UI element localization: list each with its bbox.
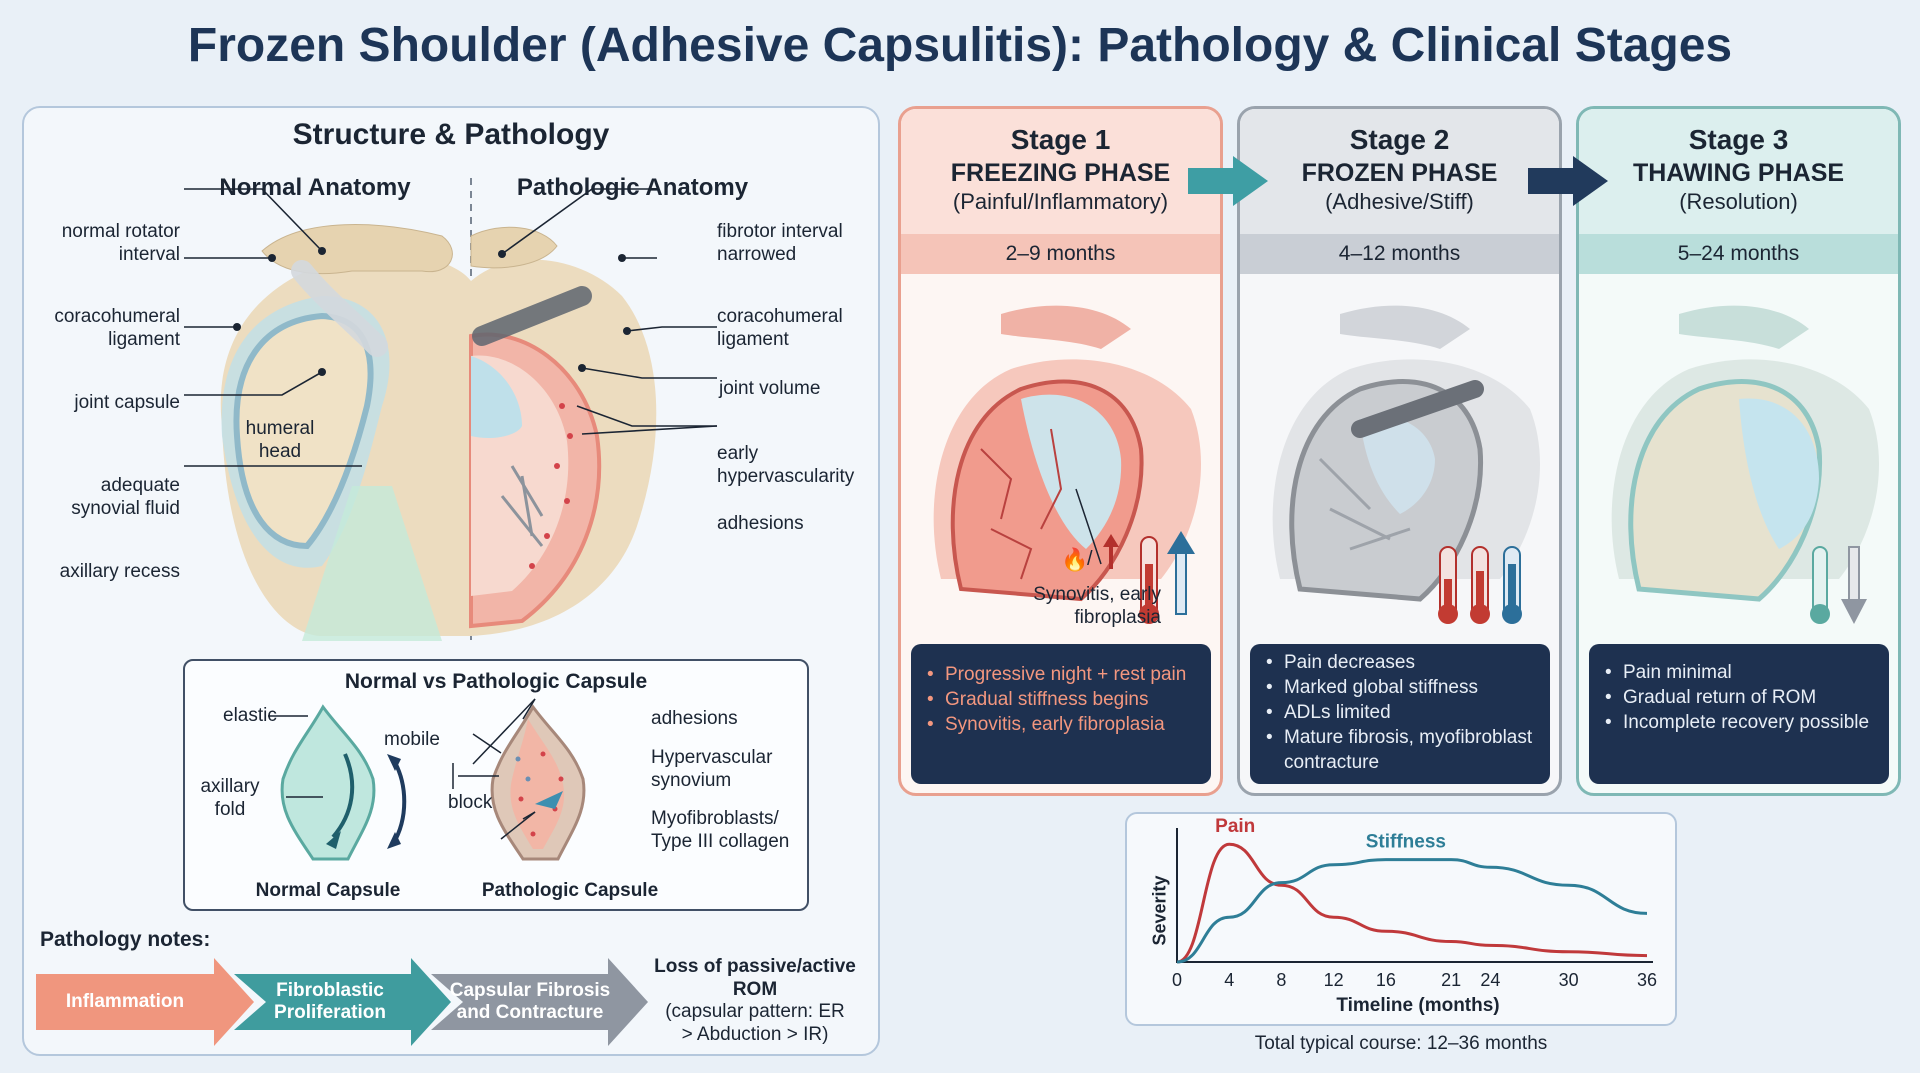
stage-3-bullet: Incomplete recovery possible bbox=[1603, 710, 1877, 735]
severity-chart-box bbox=[1125, 812, 1677, 1026]
stage-3-header: Stage 3 THAWING PHASE (Resolution) bbox=[1579, 109, 1898, 234]
pathology-notes-heading: Pathology notes: bbox=[40, 928, 211, 951]
stage-2-to-3-arrow bbox=[1528, 156, 1608, 206]
label-coracohumeral-ligament: coracohumeral ligament bbox=[54, 306, 180, 350]
stage-card-3: Stage 3 THAWING PHASE (Resolution) 5–24 … bbox=[1576, 106, 1901, 796]
normal-anatomy-heading: Normal Anatomy bbox=[219, 174, 411, 201]
chart-series-label-stiffness: Stiffness bbox=[1366, 832, 1446, 853]
stage-3-bullets: Pain minimal Gradual return of ROM Incom… bbox=[1589, 644, 1889, 784]
stage-3-phase: THAWING PHASE bbox=[1632, 159, 1845, 187]
stage-1-bullets: Progressive night + rest pain Gradual st… bbox=[911, 644, 1211, 784]
stage-card-2: Stage 2 FROZEN PHASE (Adhesive/Stiff) 4–… bbox=[1237, 106, 1562, 796]
stage-2-shoulder-illustration bbox=[1272, 305, 1540, 624]
label-adhesions: adhesions bbox=[717, 513, 804, 534]
chart-x-tick-label: 21 bbox=[1441, 970, 1461, 990]
stage-2-subtitle: (Adhesive/Stiff) bbox=[1325, 189, 1474, 214]
stage-1-caption: Synovitis, early fibroplasia bbox=[1033, 584, 1161, 628]
capsule-label-hypervascular: Hypervascular synovium bbox=[651, 747, 773, 791]
stage-2-bullet: Marked global stiffness bbox=[1264, 675, 1538, 700]
svg-text:/: / bbox=[1087, 548, 1093, 570]
capsule-label-elastic: elastic bbox=[223, 705, 277, 726]
flow-result-rom: Loss of passive/active ROM bbox=[654, 956, 856, 1000]
chart-series-stiffness bbox=[1176, 858, 1648, 964]
chart-x-tick-label: 4 bbox=[1224, 970, 1234, 990]
chart-x-tick-label: 24 bbox=[1480, 970, 1500, 990]
stage-2-number: Stage 2 bbox=[1349, 124, 1450, 155]
shoulder-anatomy-illustration bbox=[184, 178, 718, 641]
label-axillary-recess: axillary recess bbox=[59, 561, 180, 582]
stage-card-1: Stage 1 FREEZING PHASE (Painful/Inflamma… bbox=[898, 106, 1223, 796]
stage-3-bullet: Gradual return of ROM bbox=[1603, 685, 1877, 710]
stage-1-header: Stage 1 FREEZING PHASE (Painful/Inflamma… bbox=[901, 109, 1220, 234]
label-joint-volume: joint volume bbox=[719, 378, 821, 399]
flow-step-fibroblastic: Fibroblastic Proliferation bbox=[274, 980, 386, 1023]
label-synovial-fluid: adequate synovial fluid bbox=[71, 475, 180, 519]
label-hypervascularity: early hypervascularity bbox=[717, 443, 855, 487]
chart-x-axis-label: Timeline (months) bbox=[1336, 995, 1500, 1016]
chart-x-tick-label: 16 bbox=[1376, 970, 1396, 990]
stage-1-duration: 2–9 months bbox=[901, 234, 1220, 274]
capsule-label-adhesions: adhesions bbox=[651, 708, 738, 729]
label-joint-capsule: joint capsule bbox=[74, 392, 180, 413]
stage-1-subtitle: (Painful/Inflammatory) bbox=[952, 189, 1169, 214]
label-fibrotor-interval: fibrotor interval narrowed bbox=[717, 221, 843, 265]
chart-series-label-pain: Pain bbox=[1215, 816, 1255, 837]
pathologic-anatomy-heading: Pathologic Anatomy bbox=[516, 174, 749, 201]
stage-2-duration: 4–12 months bbox=[1240, 234, 1559, 274]
svg-text:🔥: 🔥 bbox=[1061, 547, 1088, 572]
chart-x-tick-label: 12 bbox=[1324, 970, 1344, 990]
capsule-label-axillary-fold: axillary fold bbox=[200, 776, 260, 820]
capsule-comparison-illustration bbox=[268, 698, 586, 861]
capsule-box-heading: Normal vs Pathologic Capsule bbox=[344, 670, 648, 693]
stage-3-bullet: Pain minimal bbox=[1603, 660, 1877, 685]
stage-1-number: Stage 1 bbox=[1010, 124, 1111, 155]
page-title: Frozen Shoulder (Adhesive Capsulitis): P… bbox=[187, 19, 1733, 72]
capsule-label-mobile: mobile bbox=[384, 729, 440, 750]
stage-3-shoulder-illustration bbox=[1611, 305, 1879, 624]
stage-3-subtitle: (Resolution) bbox=[1679, 189, 1798, 214]
pathologic-capsule-caption: Pathologic Capsule bbox=[481, 880, 659, 901]
stage-2-phase: FROZEN PHASE bbox=[1301, 159, 1498, 187]
chart-x-tick-label: 0 bbox=[1172, 970, 1182, 990]
label-coracohumeral-ligament-path: coracohumeral ligament bbox=[717, 306, 843, 350]
stage-1-bullet: Synovitis, early fibroplasia bbox=[925, 712, 1199, 737]
label-humeral-head: humeral head bbox=[245, 418, 315, 462]
stage-2-bullet: ADLs limited bbox=[1264, 700, 1538, 725]
stage-3-number: Stage 3 bbox=[1688, 124, 1789, 155]
flow-step-inflammation: Inflammation bbox=[65, 991, 185, 1012]
stage-1-to-2-arrow bbox=[1188, 156, 1268, 206]
stage-1-bullet: Progressive night + rest pain bbox=[925, 662, 1199, 687]
stage-1-shoulder-illustration: 🔥 / bbox=[933, 305, 1201, 624]
chart-footnote: Total typical course: 12–36 months bbox=[1254, 1033, 1548, 1054]
flow-result-capsular-pattern: (capsular pattern: ER > Abduction > IR) bbox=[665, 1001, 845, 1045]
capsule-label-block: block bbox=[448, 792, 493, 813]
chart-x-tick-label: 30 bbox=[1559, 970, 1579, 990]
chart-series-pain bbox=[1176, 842, 1648, 964]
stage-1-phase: FREEZING PHASE bbox=[950, 159, 1171, 187]
stage-2-bullet: Pain decreases bbox=[1264, 650, 1538, 675]
panel-heading: Structure & Pathology bbox=[292, 118, 610, 151]
chart-x-tick-label: 36 bbox=[1637, 970, 1657, 990]
chart-x-tick-label: 8 bbox=[1276, 970, 1286, 990]
stage-2-header: Stage 2 FROZEN PHASE (Adhesive/Stiff) bbox=[1240, 109, 1559, 234]
stage-1-bullet: Gradual stiffness begins bbox=[925, 687, 1199, 712]
stage-2-bullets: Pain decreases Marked global stiffness A… bbox=[1250, 644, 1550, 784]
capsule-label-myofibroblasts: Myofibroblasts/ Type III collagen bbox=[651, 808, 790, 852]
label-normal-rotator-interval: normal rotator interval bbox=[61, 221, 180, 265]
stage-3-duration: 5–24 months bbox=[1579, 234, 1898, 274]
flow-step-fibrosis: Capsular Fibrosis and Contracture bbox=[449, 980, 611, 1023]
chart-y-axis-label: Severity bbox=[1149, 875, 1170, 946]
chart-y-label-wrap: Severity bbox=[1130, 870, 1190, 970]
pathology-flow-arrows bbox=[36, 958, 648, 1046]
stage-2-bullet: Mature fibrosis, myofibroblast contractu… bbox=[1264, 725, 1538, 775]
normal-capsule-caption: Normal Capsule bbox=[255, 880, 401, 901]
